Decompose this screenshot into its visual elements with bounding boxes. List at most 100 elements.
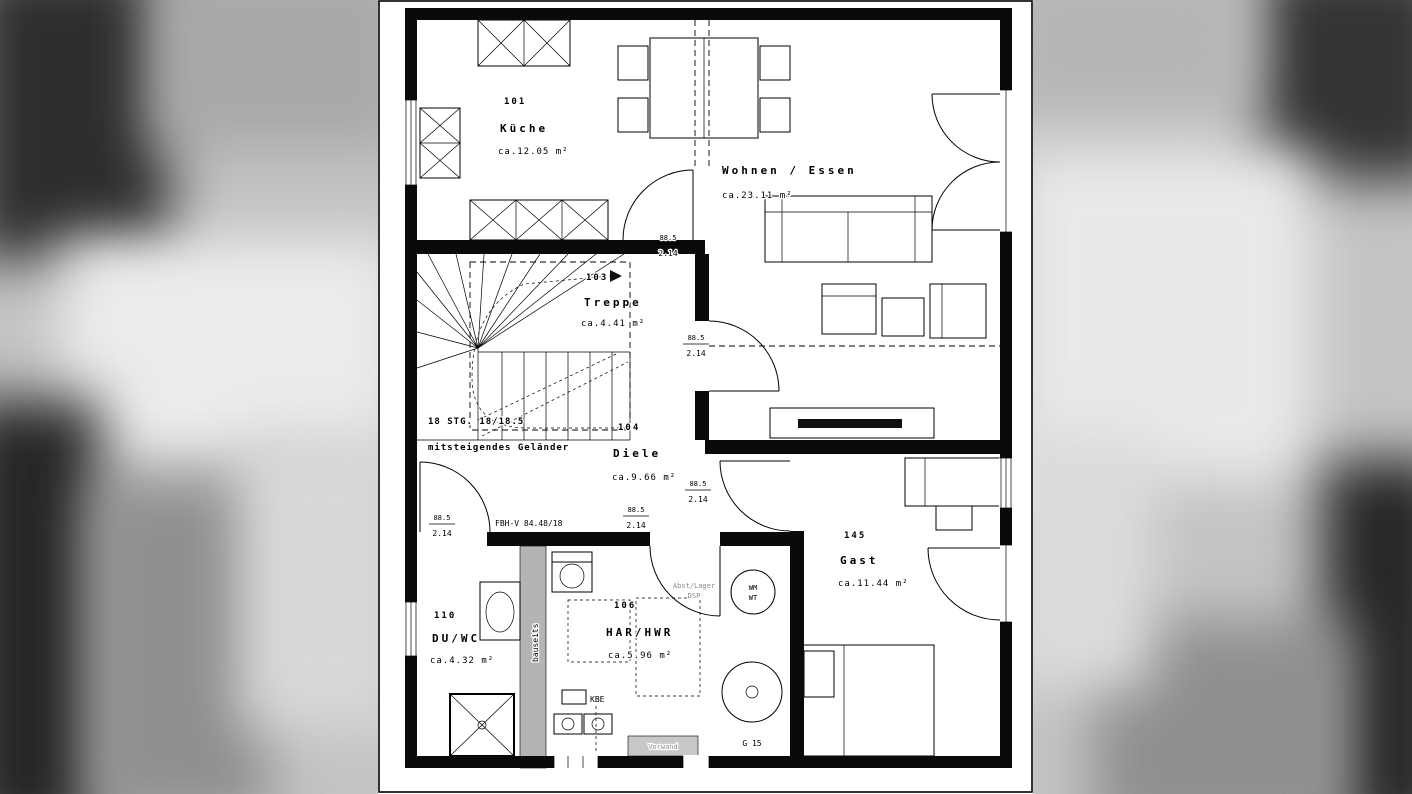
opening-marker: 88.5 2.14 bbox=[685, 479, 711, 505]
desk-chair bbox=[935, 505, 973, 531]
shaft-note-label: bauseits bbox=[531, 623, 540, 662]
terrace-door-opening bbox=[999, 89, 1015, 233]
room-name-wohnen: Wohnen / Essen bbox=[722, 164, 857, 177]
room-name-kueche: Küche bbox=[500, 122, 548, 135]
room-area-gast: ca.11.44 m² bbox=[838, 579, 909, 589]
stairs-spec-label: 18 STG. 18/18.5 bbox=[428, 417, 524, 427]
opening-height: 2.14 bbox=[688, 495, 707, 504]
opening-marker: 88.5 2.14 bbox=[655, 233, 681, 259]
chimney-block bbox=[419, 107, 461, 179]
blur-block bbox=[240, 430, 378, 730]
opening-width: 88.5 bbox=[690, 480, 707, 488]
door-gast bbox=[719, 460, 791, 532]
room-name-gast: Gast bbox=[840, 554, 879, 567]
window-gast bbox=[999, 457, 1015, 509]
blur-block bbox=[1033, 430, 1153, 690]
room-number-diele: 104 bbox=[618, 423, 640, 433]
room-area-diele: ca.9.66 m² bbox=[612, 473, 676, 483]
pillow bbox=[803, 650, 835, 698]
ceiling-opening bbox=[469, 261, 631, 431]
terrace-double-door bbox=[931, 93, 1001, 231]
washer-label-top: WM bbox=[749, 584, 757, 592]
stair-treads bbox=[416, 253, 631, 441]
room-name-treppe: Treppe bbox=[584, 296, 642, 309]
walls bbox=[405, 8, 1012, 768]
dashed-openings bbox=[694, 20, 1000, 347]
guest-desk bbox=[904, 457, 1002, 531]
annotations: 18 STG. 18/18.5 mitsteigendes Geländer F… bbox=[427, 416, 763, 753]
room-name-duwc: DU/WC bbox=[432, 632, 480, 645]
door-duwc bbox=[419, 461, 491, 533]
door-kitchen bbox=[622, 169, 694, 241]
cable-box-label: KBE bbox=[590, 695, 605, 704]
prewall-label: Vorwand bbox=[648, 743, 678, 751]
blur-block bbox=[0, 400, 100, 794]
armchairs bbox=[821, 283, 987, 339]
wc bbox=[551, 551, 593, 593]
drain-label: G 15 bbox=[742, 739, 761, 748]
floor-plan-page: 88.5 2.14 88.5 2.14 88.5 2.14 88.5 bbox=[378, 0, 1033, 794]
kitchen-counter bbox=[469, 199, 609, 241]
opening-height: 2.14 bbox=[432, 529, 451, 538]
shower bbox=[449, 693, 515, 757]
storage-label-top: Abst/Lager bbox=[673, 582, 715, 590]
opening-height: 2.14 bbox=[626, 521, 645, 530]
door-har bbox=[649, 545, 721, 617]
blurred-background-right bbox=[1033, 0, 1412, 794]
water-heater bbox=[721, 661, 783, 723]
cable-box bbox=[561, 689, 587, 705]
opening-width: 88.5 bbox=[628, 506, 645, 514]
door-living bbox=[708, 320, 780, 392]
blur-block bbox=[150, 0, 378, 150]
door-swings bbox=[419, 93, 1001, 621]
windows bbox=[404, 89, 1015, 769]
coffee-table bbox=[881, 297, 925, 337]
room-number-kueche: 101 bbox=[504, 97, 526, 107]
blurred-background-left bbox=[0, 0, 378, 794]
bottom-wall-penetrations bbox=[553, 755, 710, 769]
washing-machine bbox=[730, 569, 776, 615]
storage-label-bottom: DSP bbox=[688, 592, 701, 600]
room-number-duwc: 110 bbox=[434, 611, 456, 621]
room-number-treppe: 103 bbox=[586, 273, 608, 283]
room-area-wohnen: ca.23.11 m² bbox=[722, 191, 793, 201]
walk-line-arrow bbox=[610, 270, 622, 282]
railing-note-label: mitsteigendes Geländer bbox=[428, 442, 569, 453]
room-name-har: HAR/HWR bbox=[606, 626, 673, 639]
window-duwc bbox=[404, 601, 418, 657]
opening-width: 88.5 bbox=[660, 234, 677, 242]
room-area-har: ca.5.96 m² bbox=[608, 651, 672, 661]
washbasin bbox=[479, 581, 521, 641]
laundry-tubs bbox=[553, 713, 613, 735]
opening-marker: 88.5 2.14 bbox=[429, 513, 455, 539]
opening-marker: 88.5 2.14 bbox=[683, 333, 709, 359]
heating-manifold-label: FBH-V 84.48/18 bbox=[495, 519, 563, 528]
staircase bbox=[416, 253, 631, 441]
window-kitchen bbox=[404, 99, 418, 186]
gast-door-opening bbox=[999, 544, 1015, 623]
room-area-treppe: ca.4.41 m² bbox=[581, 319, 645, 329]
opening-height: 2.14 bbox=[658, 249, 677, 258]
opening-width: 88.5 bbox=[688, 334, 705, 342]
walk-line bbox=[471, 275, 626, 429]
blur-block bbox=[1033, 150, 1313, 480]
room-area-kueche: ca.12.05 m² bbox=[498, 147, 569, 157]
sofa bbox=[764, 195, 933, 263]
opening-marker: 88.5 2.14 bbox=[623, 505, 649, 531]
section-cut-line bbox=[477, 353, 617, 421]
kitchen-cabinets bbox=[477, 19, 571, 67]
blur-block bbox=[1033, 0, 1243, 110]
washer-label-bottom: WT bbox=[749, 594, 758, 602]
blur-block bbox=[60, 240, 378, 460]
opening-width: 88.5 bbox=[434, 514, 451, 522]
room-area-duwc: ca.4.32 m² bbox=[430, 656, 494, 666]
dining-table bbox=[617, 37, 791, 139]
room-labels: 101 Küche ca.12.05 m² Wohnen / Essen ca.… bbox=[429, 96, 909, 668]
door-gast-exterior bbox=[927, 547, 1001, 621]
paper-border bbox=[378, 0, 1033, 793]
opening-markers: 88.5 2.14 88.5 2.14 88.5 2.14 88.5 bbox=[429, 233, 711, 539]
room-number-gast: 145 bbox=[844, 531, 866, 541]
room-number-har: 106 bbox=[614, 601, 636, 611]
room-name-diele: Diele bbox=[613, 447, 661, 460]
